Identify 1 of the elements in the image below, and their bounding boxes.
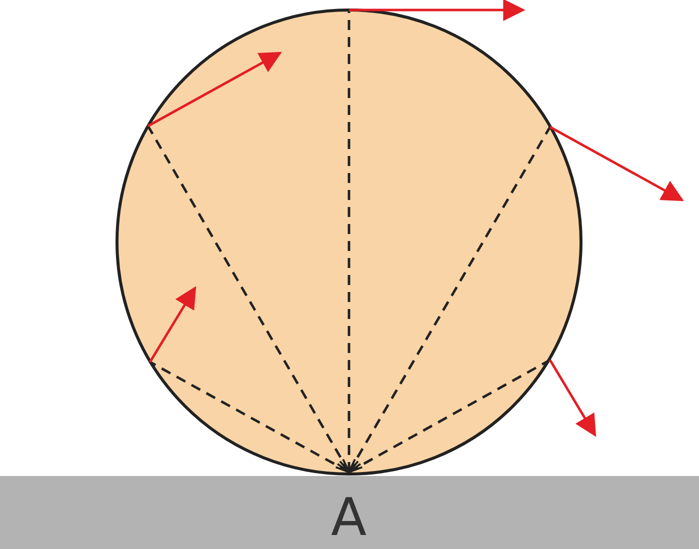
point-label: A xyxy=(331,492,367,544)
